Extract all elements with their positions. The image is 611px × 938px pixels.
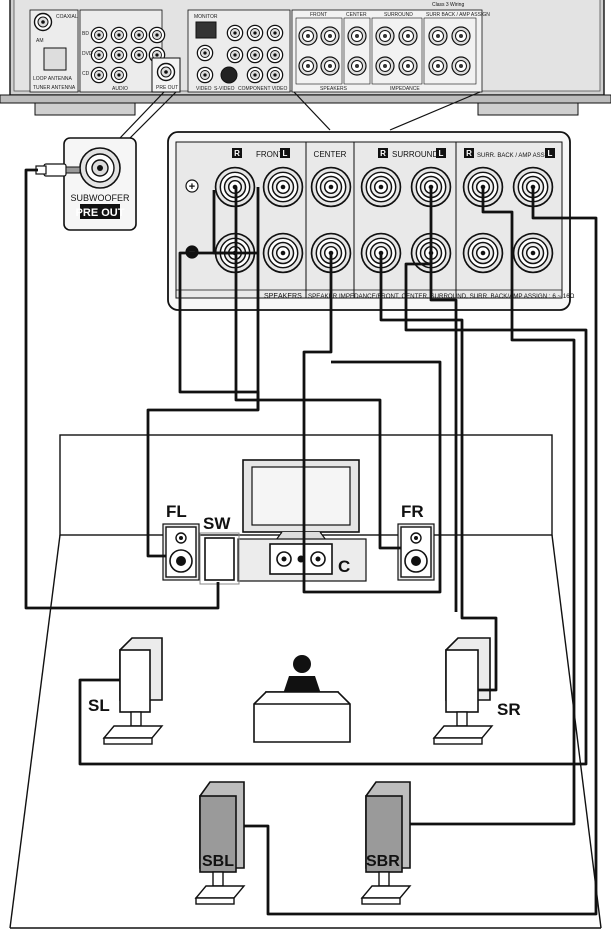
video-label-monitor: MONITOR <box>194 14 218 20</box>
wire-surround-right-minus <box>429 253 458 612</box>
audio-label-cd: CD <box>82 71 90 77</box>
panel-center-label: CENTER <box>314 150 347 159</box>
strip-label-front: FRONT <box>310 12 327 18</box>
front-right-speaker: FR <box>397 502 435 581</box>
callout-lines <box>293 91 481 131</box>
subwoofer-preout-callout: SUBWOOFER PRE OUT <box>63 91 177 231</box>
antenna-label-tuner: TUNER ANTENNA <box>33 85 76 91</box>
antenna-label-am: AM <box>36 38 44 44</box>
surround-left-speaker: SL <box>88 637 164 745</box>
speaker-label-sl: SL <box>88 696 110 715</box>
speaker-label-fl: FL <box>166 502 187 521</box>
wire-front-left-plus <box>146 187 260 558</box>
subwoofer-jack-label: SUBWOOFER <box>70 193 130 203</box>
rca-plug <box>35 163 81 177</box>
speaker-label-sbr: SBR <box>366 853 400 870</box>
wire-front-left-minus <box>178 251 260 410</box>
hdmi-monitor-port <box>195 21 217 39</box>
audio-label-dvd: DVD <box>82 51 93 57</box>
panel-plus-sign: + <box>189 181 195 193</box>
panel-surr-back-label: SURR. BACK / AMP ASSIGN <box>477 153 555 159</box>
coaxial-antenna-jack <box>33 12 53 32</box>
antenna-label-coaxial: COAXIAL <box>56 14 78 20</box>
panel-front-r-badge: R <box>234 149 240 158</box>
panel-surround-l-badge: L <box>439 149 444 158</box>
listener-with-sofa <box>253 655 351 743</box>
wire-front-right-plus <box>234 187 401 550</box>
strip-label-impedance: IMPEDANCE <box>390 86 420 92</box>
surround-back-left-speaker: SBL <box>194 781 246 905</box>
surround-right-speaker: SR <box>432 637 521 745</box>
wire-subwoofer <box>24 168 220 610</box>
video-jacks <box>196 24 284 84</box>
panel-speakers-label: SPEAKERS <box>264 293 302 300</box>
video-label-component: COMPONENT VIDEO <box>238 86 287 92</box>
wire-surround-right <box>379 253 498 692</box>
preout-label: PRE OUT <box>156 85 178 91</box>
receiver-top-caption: Class 3 Wiring <box>432 2 464 8</box>
speaker-label-sr: SR <box>497 700 521 719</box>
audio-label-bd: BD <box>82 31 89 37</box>
receiver-back-panel: Class 3 Wiring COAXIAL AM LOOP ANTENNA T… <box>0 0 611 116</box>
strip-label-center: CENTER <box>346 12 367 18</box>
panel-surround-r-badge: R <box>380 149 386 158</box>
antenna-label-loop: LOOP ANTENNA <box>33 76 72 82</box>
surround-back-right-speaker: SBR <box>360 781 412 905</box>
wire-surround-left <box>78 187 588 766</box>
strip-label-speakers: SPEAKERS <box>320 86 348 92</box>
panel-surround-label: SURROUND <box>392 150 438 159</box>
terminal-panel: R FRONT L CENTER R SURROUND L R SURR. BA… <box>167 131 575 311</box>
speaker-label-sbl: SBL <box>202 853 234 870</box>
panel-front-label: FRONT <box>256 150 284 159</box>
television <box>242 459 360 541</box>
panel-surr-back-l-badge: L <box>548 149 553 158</box>
center-speaker: C <box>237 538 367 582</box>
panel-front-l-badge: L <box>283 149 288 158</box>
strip-label-surround: SURROUND <box>384 12 413 18</box>
wire-front-right-minus <box>212 190 236 255</box>
subwoofer-speaker: SW <box>199 514 240 585</box>
wire-surround-back-right <box>410 187 576 826</box>
front-left-speaker: FL <box>162 502 200 581</box>
speaker-wires <box>24 168 598 916</box>
speaker-label-c: C <box>338 557 350 576</box>
speaker-terminal-strip <box>291 9 483 93</box>
strip-label-surr-back: SURR BACK / AMP ASSIGN <box>426 12 490 18</box>
speaker-label-sw: SW <box>203 514 231 533</box>
subwoofer-preout-label: PRE OUT <box>76 207 125 219</box>
video-label-svideo: S-VIDEO <box>214 86 235 92</box>
speaker-label-fr: FR <box>401 502 424 521</box>
panel-impedance-label: SPEAKER IMPEDANCE/FRONT, CENTER, SURROUN… <box>308 293 575 300</box>
am-terminal <box>43 47 67 71</box>
wire-center <box>302 253 442 594</box>
receiver-subwoofer-jack <box>156 62 176 82</box>
video-label-video: VIDEO <box>196 86 212 92</box>
audio-section-label: AUDIO <box>112 86 128 92</box>
panel-surr-back-r-badge: R <box>466 149 472 158</box>
wire-surround-back-left <box>244 187 598 916</box>
